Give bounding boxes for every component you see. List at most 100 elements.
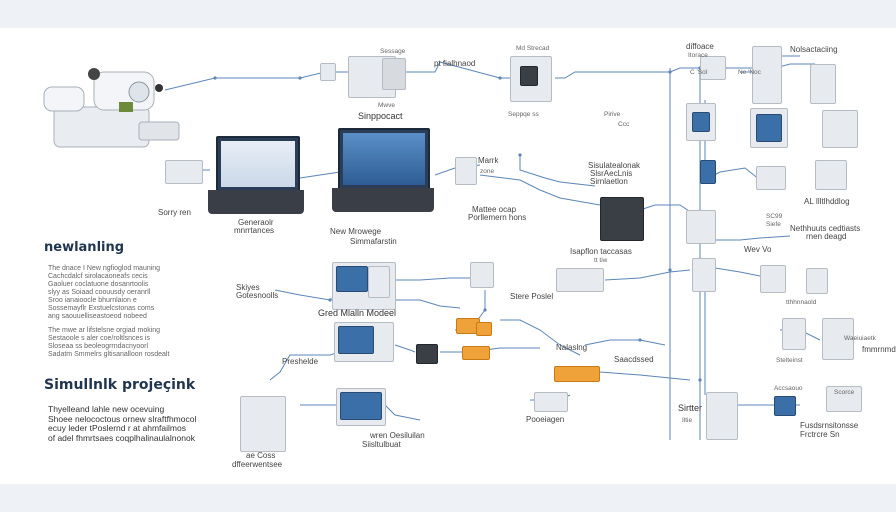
para1-line: Sroo ianaioocle bhurnlaion e — [48, 297, 137, 304]
label-pt: pt fialhnaod — [434, 59, 476, 68]
label-skyes: Skiyes — [236, 283, 260, 292]
sensor-unit-icon — [470, 262, 494, 288]
display-screen-icon — [336, 266, 368, 292]
control-box-icon — [416, 344, 438, 364]
label-sapflon-sub: tt tiw — [594, 257, 608, 264]
label-wren-oss: wren Oesiluilan — [370, 431, 425, 440]
label-dfferen: dffeerwentsee — [232, 460, 283, 469]
bottom-band — [0, 484, 896, 512]
tower-device-icon — [752, 46, 782, 104]
robot-arm-icon — [34, 52, 184, 162]
orange-motor-icon — [554, 366, 600, 382]
mark-device-icon — [455, 157, 477, 185]
para1-line: Gaoluer coclatuone dosanrtoolis — [48, 281, 149, 288]
rack-icon — [815, 160, 847, 190]
output-device-icon — [826, 386, 862, 412]
connector-icon — [320, 63, 336, 81]
module-icon — [756, 166, 786, 190]
laptop-screen-1 — [216, 136, 300, 192]
label-prive-sub: Ccc — [618, 121, 630, 128]
diffuser-device-icon — [700, 56, 726, 80]
label-sapflon: Isapflon taccasas — [570, 247, 632, 256]
gearbox-icon — [534, 392, 568, 412]
gauge-icon — [806, 268, 828, 294]
display-unit-screen-icon — [338, 326, 374, 354]
para1-line: The dnace I New ngfioglod mauning — [48, 265, 161, 272]
label-nalsing: Nalaslng — [556, 343, 588, 352]
label-mark: Marrk — [478, 156, 499, 165]
cylinder-machine-icon — [822, 318, 854, 360]
pipe-device-icon — [692, 258, 716, 292]
label-fusdsn-sub: Frctrcre Sn — [800, 430, 840, 439]
label-sirten: Sirtter — [678, 403, 703, 413]
blue-box-icon — [774, 396, 796, 416]
label-c: C 'Sol — [690, 69, 708, 76]
label-sisula2: SlsrAecLnis — [590, 169, 633, 178]
label-new-model-sub: Simmafarstin — [350, 237, 397, 246]
para3-line: Thyelleand lahle new ocevuing — [48, 404, 165, 414]
label-tthhnna: tthhnnaold — [786, 299, 817, 306]
motor-assembly-icon — [240, 396, 286, 452]
label-supplier-sub: Seppqe ss — [508, 111, 539, 118]
label-matter: Mattee ocap — [472, 205, 517, 214]
controller-box-icon — [165, 160, 203, 184]
para1-line: Sossemayflr Exstuelcstonas coms — [48, 305, 155, 312]
label-skyes-sub: Gotesnoolls — [236, 291, 279, 300]
label-sorry: Sorry ren — [158, 208, 191, 217]
tall-device-icon — [810, 64, 836, 104]
project-title: Simullnlk projeçink — [44, 377, 196, 393]
label-md-stream: Md Strecad — [516, 45, 550, 52]
stream-device-icon — [510, 56, 552, 102]
monitor-screen-icon — [692, 112, 710, 132]
label-ne: Ne 'Noc — [738, 69, 761, 76]
machine-icon — [822, 110, 858, 148]
label-mark-sub: zone — [480, 168, 495, 175]
label-sensor-top: Sessage — [380, 48, 406, 55]
label-diffuse-sub: Itorace — [688, 52, 708, 59]
para3-line: Shoee nelococtous ornew slraftfhmocol — [48, 413, 197, 424]
label-waw: Mwve — [378, 102, 395, 109]
stream-core-icon — [520, 66, 538, 86]
label-diffuse: diffoace — [686, 42, 714, 51]
orange-actuator-icon — [462, 346, 490, 360]
label-pocle: Pooeiagen — [526, 415, 565, 424]
label-sisula3: Sirnlaetlon — [590, 177, 628, 186]
label-sistulbua: Siisltulbuat — [362, 440, 401, 449]
para2-line: The mwe ar lifstelsne orgiad moking — [48, 327, 161, 334]
monitor-bottom-screen-icon — [340, 392, 382, 420]
label-generator-sub: mnrrtances — [234, 226, 275, 235]
label-scorce: Scorce — [834, 389, 855, 396]
label-prive: Pirive — [604, 111, 621, 118]
label-grd-model: Gred Mlalln Modeel — [318, 308, 397, 318]
label-ae-coss: ae Coss — [246, 451, 276, 460]
laptop-base-2 — [332, 188, 434, 212]
laptop-base-1 — [208, 190, 304, 214]
label-steltoinst: Stelteinst — [776, 357, 803, 364]
label-wouta: Waeiuiaetk — [844, 335, 876, 342]
heading: newlanling — [44, 240, 125, 255]
label-no: Nolsactaciing — [790, 45, 838, 54]
label-sisula: Sisulatealonak — [588, 161, 641, 170]
display-device-icon — [368, 266, 390, 298]
para1-line: Cachcdalcf sirolacaoneafs cecis — [48, 273, 148, 280]
label-accasson: Accsaouo — [774, 385, 803, 392]
blue-module-icon — [700, 160, 716, 184]
para1-line: ang saouuelliseastoeod nobeed — [48, 313, 147, 320]
label-mmnirnd: fmmrnmd — [862, 345, 896, 354]
para1-line: slyy as Soiaad coouusdy oeranrll — [48, 289, 151, 296]
laptop-screen-2 — [338, 128, 430, 190]
coupling-icon — [760, 265, 786, 293]
sensor-head-icon — [382, 58, 406, 90]
label-nethuts: Nethhuuts cedtiasts — [790, 224, 861, 233]
top-band — [0, 0, 896, 28]
para3-line: of adel fhmrtsaes coqplhalinaulalnonok — [48, 432, 195, 443]
para3-line: ecuy leder tPoslernd r at ahmfailmos — [48, 423, 186, 433]
label-matter-sub: Porllemern hons — [468, 213, 527, 222]
label-nethuts-sub: rnen deagd — [806, 232, 847, 241]
valve-icon — [686, 210, 716, 244]
label-sc-sub: Siefe — [766, 221, 781, 228]
label-ite: Iltie — [682, 417, 693, 424]
label-al: AL Illtlhddlog — [804, 197, 850, 206]
